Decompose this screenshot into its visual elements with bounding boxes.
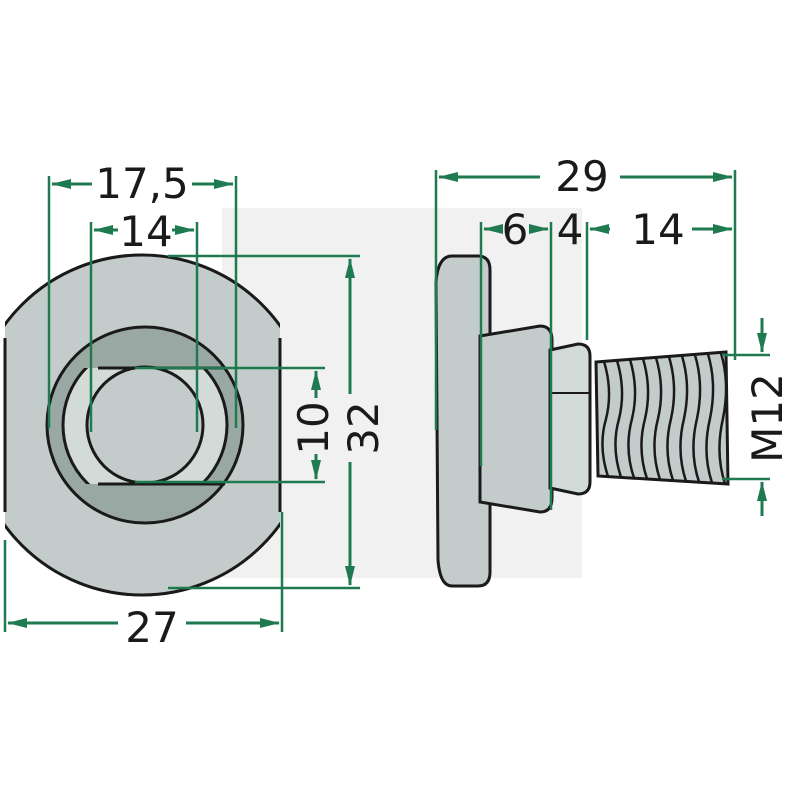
front-view xyxy=(3,253,282,597)
dim-side-total-length: 29 xyxy=(555,152,608,201)
thread-line xyxy=(666,356,676,481)
front-thread-circle xyxy=(85,365,205,485)
thread-line xyxy=(679,355,689,482)
dim-front-flat-height: 10 xyxy=(289,401,338,454)
dim-front-total-width: 27 xyxy=(125,603,178,652)
dim-side-thread-size: M12 xyxy=(743,373,792,463)
dim-front-outer-width: 17,5 xyxy=(95,159,189,208)
side-thread-lines xyxy=(601,352,728,484)
dim-front-total-height: 32 xyxy=(339,401,388,454)
dim-front-inner-width: 14 xyxy=(119,207,172,256)
side-head xyxy=(434,254,492,588)
thread-line xyxy=(718,352,728,484)
thread-line xyxy=(653,357,663,480)
thread-line xyxy=(614,360,624,478)
thread-line xyxy=(627,359,637,479)
thread-line xyxy=(640,358,650,480)
side-dimensions: 29 6 4 14 M12 xyxy=(434,152,792,516)
dim-side-head-thickness: 6 xyxy=(502,205,529,254)
side-neck xyxy=(548,342,592,496)
thread-line xyxy=(601,361,611,477)
front-dimensions: 17,5 14 32 10 27 xyxy=(3,159,388,652)
dim-side-thread-length: 14 xyxy=(631,205,684,254)
side-collar xyxy=(478,324,554,514)
dim-side-neck-length: 4 xyxy=(557,205,584,254)
thread-line xyxy=(692,354,702,483)
thread-line xyxy=(705,353,715,484)
